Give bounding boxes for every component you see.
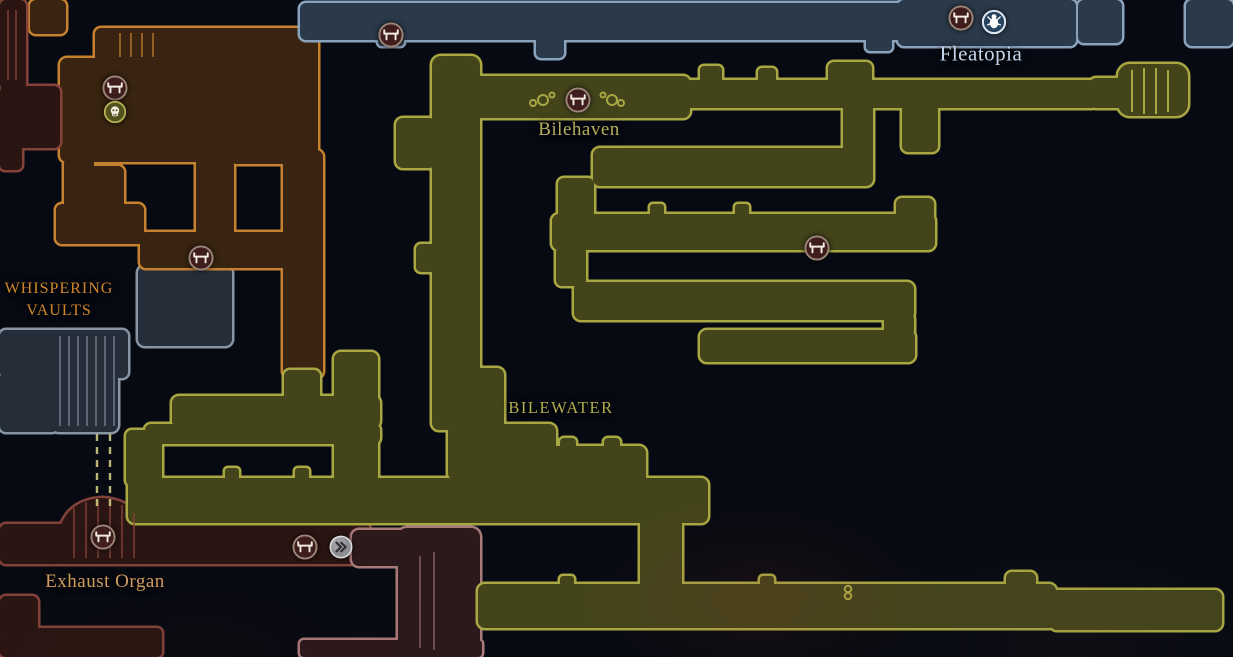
bench-marker-bilehaven bbox=[565, 87, 592, 114]
bench-marker-fleatopia-west bbox=[378, 22, 405, 49]
map-pin-icon bbox=[843, 584, 853, 601]
bench-marker-whispering-vaults-lower bbox=[188, 245, 215, 272]
collectible-marker-whispering-vaults bbox=[103, 100, 127, 124]
bench-icon bbox=[948, 5, 975, 32]
label-whispering-vaults: WHISPERING VAULTS bbox=[5, 278, 114, 322]
gray-pipe-decorations bbox=[59, 336, 115, 426]
bench-icon bbox=[804, 235, 831, 262]
bench-marker-bilewater-southwest bbox=[292, 534, 319, 561]
flea-icon bbox=[981, 9, 1007, 35]
rose-shaft-decorations bbox=[419, 552, 435, 650]
label-exhaust-organ: Exhaust Organ bbox=[45, 571, 165, 592]
bench-marker-bilewater bbox=[804, 235, 831, 262]
fast-travel-icon bbox=[328, 534, 354, 560]
flea-marker-fleatopia bbox=[981, 9, 1007, 35]
bench-icon bbox=[292, 534, 319, 561]
bench-icon bbox=[378, 22, 405, 49]
skull-icon bbox=[103, 100, 127, 124]
label-bilehaven: Bilehaven bbox=[538, 119, 620, 140]
label-bilewater: BILEWATER bbox=[508, 398, 614, 417]
dashed-route-lines bbox=[95, 434, 112, 512]
region-fleatopia bbox=[300, 0, 1233, 58]
bench-icon bbox=[102, 75, 129, 102]
label-whispering-vaults-line1: WHISPERING bbox=[4, 280, 114, 297]
bench-icon bbox=[188, 245, 215, 272]
bench-icon bbox=[565, 87, 592, 114]
bench-marker-fleatopia bbox=[948, 5, 975, 32]
fast-travel-marker-bilewater-southwest bbox=[328, 534, 354, 560]
bench-marker-whispering-vaults-upper bbox=[102, 75, 129, 102]
bilewater-decorations bbox=[529, 68, 1169, 601]
label-fleatopia: Fleatopia bbox=[939, 41, 1023, 66]
bench-marker-exhaust-organ bbox=[90, 524, 117, 551]
bench-icon bbox=[90, 524, 117, 551]
label-whispering-vaults-line2: VAULTS bbox=[26, 302, 92, 319]
vaults-rib-decorations bbox=[119, 33, 154, 57]
